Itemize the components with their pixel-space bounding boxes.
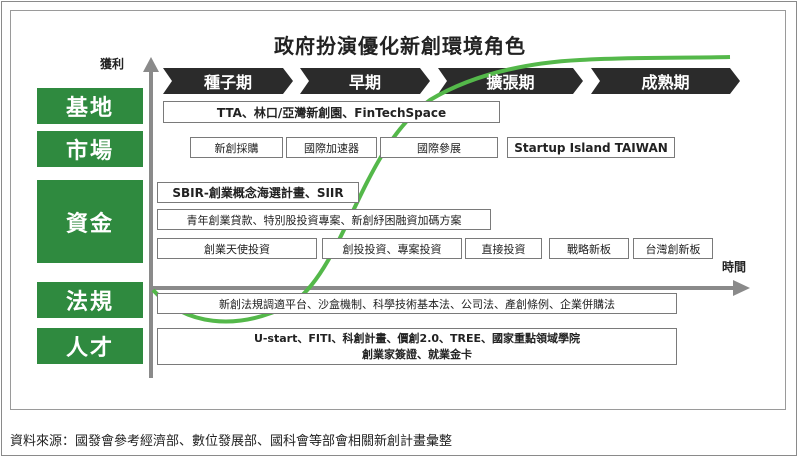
y-axis-label: 獲利 (100, 57, 125, 71)
stage-arrow-2 (300, 68, 430, 94)
market-expo-box: 國際參展 (380, 137, 498, 158)
stage-arrow-1 (163, 68, 293, 94)
funding-vc-box: 創投投資、專案投資 (322, 238, 462, 259)
base-programs-box: TTA、林口/亞灣新創園、FinTechSpace (163, 101, 500, 123)
funding-direct-box: 直接投資 (465, 238, 542, 259)
funding-innovation-board-box: 台灣創新板 (633, 238, 713, 259)
funding-sbir-box: SBIR-創業概念海選計畫、SIIR (157, 182, 359, 203)
stage-expansion: 擴張期 (486, 73, 535, 92)
stage-arrow-3 (438, 68, 583, 94)
funding-angel-box: 創業天使投資 (157, 238, 317, 259)
category-market: 市場 (37, 131, 143, 167)
stage-arrow-4 (591, 68, 740, 94)
talent-line-1: U-start、FITI、科創計畫、價創2.0、TREE、國家重點領域學院 (253, 331, 581, 345)
category-base: 基地 (37, 88, 143, 124)
category-funding: 資金 (37, 180, 143, 263)
law-programs-box: 新創法規調適平台、沙盒機制、科學技術基本法、公司法、產創條例、企業併購法 (157, 293, 677, 314)
talent-line-2: 創業家簽證、就業金卡 (362, 347, 472, 361)
source-note: 資料來源：國發會參考經濟部、數位發展部、國科會等部會相關新創計畫彙整 (10, 434, 453, 449)
funding-loans-box: 青年創業貸款、特別股投資專案、新創紓困融資加碼方案 (157, 209, 491, 230)
y-axis-arrow-icon (143, 57, 159, 72)
category-talent: 人才 (37, 328, 143, 364)
diagram-title: 政府扮演優化新創環境角色 (274, 34, 526, 58)
market-startup-island-box: Startup Island TAIWAN (507, 137, 675, 158)
stage-mature: 成熟期 (641, 73, 690, 92)
stage-early: 早期 (348, 73, 381, 92)
stage-seed: 種子期 (203, 73, 252, 92)
market-accelerator-box: 國際加速器 (286, 137, 377, 158)
funding-strategic-board-box: 戰略新板 (549, 238, 629, 259)
market-procurement-box: 新創採購 (190, 137, 283, 158)
talent-programs-box: U-start、FITI、科創計畫、價創2.0、TREE、國家重點領域學院 創業… (157, 328, 677, 365)
category-law: 法規 (37, 282, 143, 318)
x-axis-label: 時間 (722, 260, 747, 274)
x-axis-arrow-icon (733, 280, 750, 296)
